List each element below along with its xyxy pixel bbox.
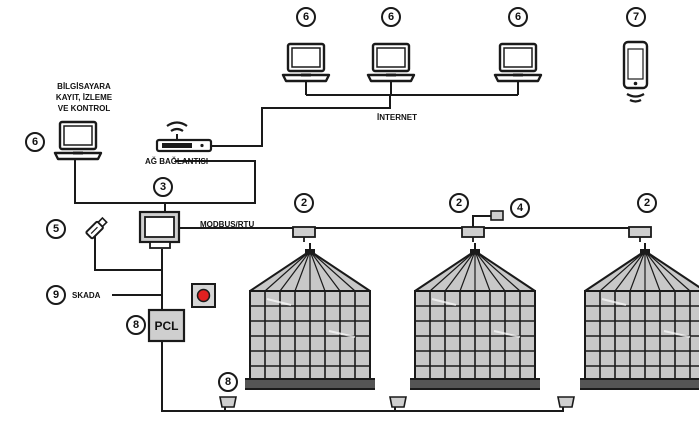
marker-number: 6 <box>515 11 521 23</box>
marker-number: 6 <box>303 11 309 23</box>
sensor-2: 2 4 <box>449 193 530 242</box>
marker-number: 5 <box>53 223 59 235</box>
cable-sensor-icon <box>461 226 485 242</box>
extra-sensor-icon <box>490 210 504 221</box>
marker-number: 4 <box>517 202 524 214</box>
cable-sensor-icon <box>292 226 316 242</box>
internet-label: İNTERNET <box>377 113 417 122</box>
marker-number: 7 <box>633 11 639 23</box>
aeration-fan-icon <box>389 396 407 408</box>
marker-number: 8 <box>133 319 139 331</box>
aeration-fan-icon <box>557 396 575 408</box>
sensor-3: 2 <box>628 193 657 242</box>
remote-pc-1: 6 <box>281 7 331 83</box>
cable-sensor-icon <box>628 226 652 242</box>
marker-number: 2 <box>456 197 462 209</box>
scada-device: 9 SKADA <box>46 285 101 305</box>
local-pc: BİLGİSAYARA KAYIT, İZLEME VE KONTROL 6 <box>25 82 113 161</box>
smartphone-device: 7 <box>622 7 649 103</box>
laptop-icon <box>53 120 103 161</box>
marker-number: 6 <box>388 11 394 23</box>
aeration-fan-icon <box>219 396 237 408</box>
marker-number: 8 <box>225 376 231 388</box>
computer-title-line3: VE KONTROL <box>58 104 111 113</box>
computer-title-line1: BİLGİSAYARA <box>57 82 111 91</box>
marker-number: 2 <box>644 197 650 209</box>
modbus-label: MODBUS/RTU <box>200 220 254 229</box>
marker-number: 9 <box>53 289 59 301</box>
plc-device: 8 PCL <box>126 308 186 343</box>
laptop-icon <box>281 42 331 83</box>
marker-number: 2 <box>301 197 307 209</box>
router-icon <box>155 121 213 153</box>
hmi-panel-icon <box>138 210 181 249</box>
alarm-button-icon <box>191 283 216 308</box>
scada-label: SKADA <box>72 291 101 300</box>
plc-label: PCL <box>155 319 179 333</box>
computer-title-line2: KAYIT, İZLEME <box>56 93 113 102</box>
remote-pc-3: 6 <box>493 7 543 83</box>
network-label: AĞ BAĞLANTISI <box>145 157 208 166</box>
fan-marker: 8 <box>218 372 238 392</box>
hmi-panel-device: 3 MODBUS/RTU <box>138 177 254 249</box>
smartphone-icon <box>622 40 649 103</box>
laptop-icon <box>493 42 543 83</box>
marker-number: 3 <box>160 181 166 193</box>
usb-device: 5 <box>46 216 108 240</box>
router-device: AĞ BAĞLANTISI <box>145 121 213 166</box>
grain-silo-icon <box>245 243 375 390</box>
sensor-1: 2 <box>292 193 316 242</box>
usb-stick-icon <box>85 216 108 240</box>
grain-silo-icon <box>580 243 699 390</box>
laptop-icon <box>366 42 416 83</box>
remote-pc-2: 6 <box>366 7 416 83</box>
marker-number: 6 <box>32 136 38 148</box>
grain-silo-icon <box>410 243 540 390</box>
